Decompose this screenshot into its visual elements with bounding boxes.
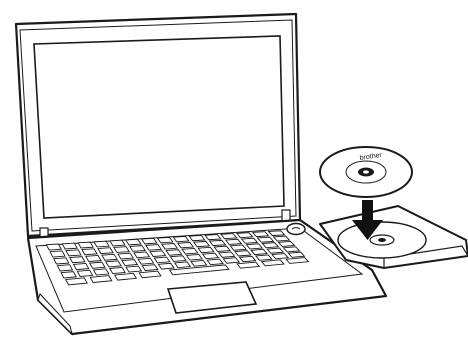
keyboard-key (46, 244, 61, 250)
keyboard-key (102, 254, 117, 260)
laptop-lid (16, 14, 300, 242)
keyboard-key (54, 258, 69, 264)
keyboard-key (150, 251, 165, 257)
keyboard-key (138, 258, 153, 264)
keyboard-key (154, 257, 170, 263)
keyboard-key (146, 245, 161, 251)
keyboard-key (187, 254, 203, 260)
keyboard-key (178, 242, 194, 247)
keyboard-key (57, 265, 72, 271)
keyboard-key (70, 257, 85, 263)
keyboard-key (157, 237, 172, 242)
keyboard-key (78, 242, 93, 248)
keyboard-key (130, 246, 145, 252)
keyboard-key (240, 256, 256, 261)
keyboard-key (66, 278, 87, 285)
keyboard-key (62, 243, 77, 249)
keyboard-key (230, 245, 246, 250)
keyboard-key (170, 256, 186, 262)
keyboard-key (142, 265, 158, 271)
keyboard-key (191, 260, 207, 266)
keyboard-key (126, 266, 141, 272)
keyboard-key (118, 253, 133, 259)
keyboard-key (86, 255, 101, 261)
keyboard-key (175, 262, 191, 268)
keyboard-key (122, 260, 137, 266)
keyboard-key (134, 252, 149, 258)
keyboard-key (251, 249, 267, 254)
keyboard-key (256, 255, 272, 260)
keyboard-key (66, 250, 81, 256)
keyboard-key (158, 263, 174, 269)
keyboard-key (106, 261, 121, 267)
keyboard-key (114, 247, 129, 253)
keyboard-key (194, 241, 210, 246)
power-button (287, 224, 305, 235)
keyboard-key (182, 248, 198, 254)
keyboard-key (166, 250, 182, 256)
keyboard-key (210, 240, 226, 245)
keyboard-key (82, 249, 97, 255)
keyboard-key (214, 246, 230, 251)
keyboard-key (90, 262, 105, 268)
keyboard-key (198, 247, 214, 252)
keyboard-key (74, 263, 89, 269)
keyboard-key (226, 239, 242, 244)
keyboard-key (94, 269, 109, 275)
cd-icon: brother (320, 147, 412, 197)
keyboard-key (203, 253, 219, 259)
keyboard-key (235, 251, 251, 256)
keyboard-key (98, 248, 113, 254)
keyboard-key (223, 258, 239, 264)
keyboard-key (207, 259, 223, 265)
keyboard-key (189, 235, 205, 240)
laptop-screen (34, 36, 284, 218)
keyboard-key (205, 235, 221, 240)
keyboard-key (94, 241, 109, 247)
keyboard-key (110, 240, 125, 246)
keyboard-key (173, 236, 188, 241)
keyboard-key (110, 267, 125, 273)
keyboard-key (77, 270, 92, 276)
keyboard-key (162, 244, 177, 250)
keyboard-key (126, 239, 141, 245)
keyboard-key (50, 251, 65, 257)
keyboard-key (219, 252, 235, 257)
keyboard-key (61, 272, 76, 278)
keyboard-key (142, 238, 157, 244)
